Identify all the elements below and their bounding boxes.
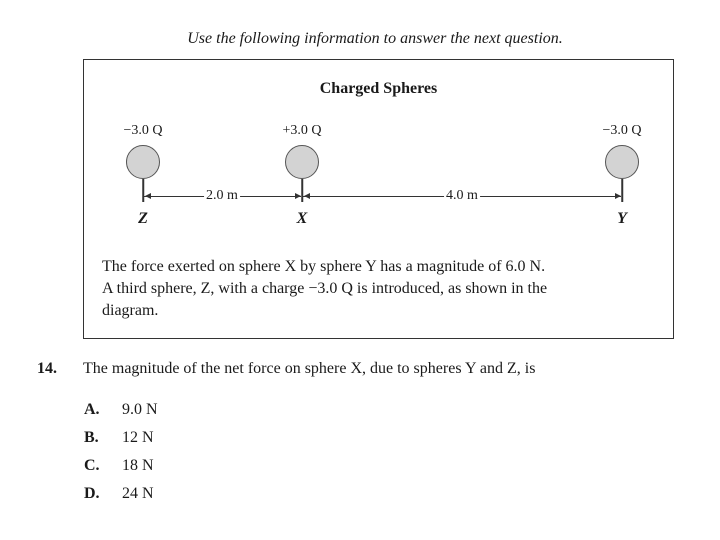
option-a-letter: A. — [84, 401, 100, 418]
sphere-x-stem — [301, 179, 303, 202]
distance-xy-label: 4.0 m — [444, 188, 480, 204]
question-number: 14. — [37, 360, 57, 377]
option-b-letter: B. — [84, 429, 99, 446]
distance-xy-arrow-left — [304, 193, 310, 199]
question: 14. The magnitude of the net force on sph… — [37, 360, 535, 378]
answer-options: A. 9.0 N B. 12 N C. 18 N D. 24 N — [84, 400, 158, 512]
diagram-box: Charged Spheres −3.0 Q Z +3.0 Q X −3.0 Q… — [83, 59, 674, 339]
option-c-text: 18 N — [122, 457, 154, 474]
distance-xy-arrow-right — [615, 193, 621, 199]
option-a[interactable]: A. 9.0 N — [84, 400, 158, 428]
option-b-text: 12 N — [122, 429, 154, 446]
option-d-letter: D. — [84, 485, 100, 502]
info-text: The force exerted on sphere X by sphere … — [102, 256, 642, 322]
diagram-title: Charged Spheres — [319, 80, 438, 97]
distance-zx-arrow-right — [295, 193, 301, 199]
sphere-z-charge: −3.0 Q — [123, 123, 163, 138]
option-c[interactable]: C. 18 N — [84, 456, 158, 484]
sphere-y-stem — [621, 179, 623, 202]
sphere-x-label: X — [296, 210, 308, 227]
sphere-x — [285, 145, 319, 179]
question-text: The magnitude of the net force on sphere… — [83, 360, 536, 377]
sphere-z-label: Z — [138, 210, 148, 227]
sphere-x-charge: +3.0 Q — [282, 123, 322, 138]
option-d[interactable]: D. 24 N — [84, 484, 158, 512]
sphere-y-label: Y — [617, 210, 627, 227]
distance-zx-arrow-left — [145, 193, 151, 199]
info-line-3: diagram. — [102, 302, 159, 319]
option-d-text: 24 N — [122, 485, 154, 502]
sphere-z — [126, 145, 160, 179]
info-line-1: The force exerted on sphere X by sphere … — [102, 258, 546, 275]
sphere-y — [605, 145, 639, 179]
distance-zx-label: 2.0 m — [204, 188, 240, 204]
info-line-2: A third sphere, Z, with a charge −3.0 Q … — [102, 280, 548, 297]
option-c-letter: C. — [84, 457, 100, 474]
intro-text: Use the following information to answer … — [187, 30, 563, 47]
sphere-z-stem — [142, 179, 144, 202]
option-b[interactable]: B. 12 N — [84, 428, 158, 456]
option-a-text: 9.0 N — [122, 401, 158, 418]
sphere-y-charge: −3.0 Q — [602, 123, 642, 138]
